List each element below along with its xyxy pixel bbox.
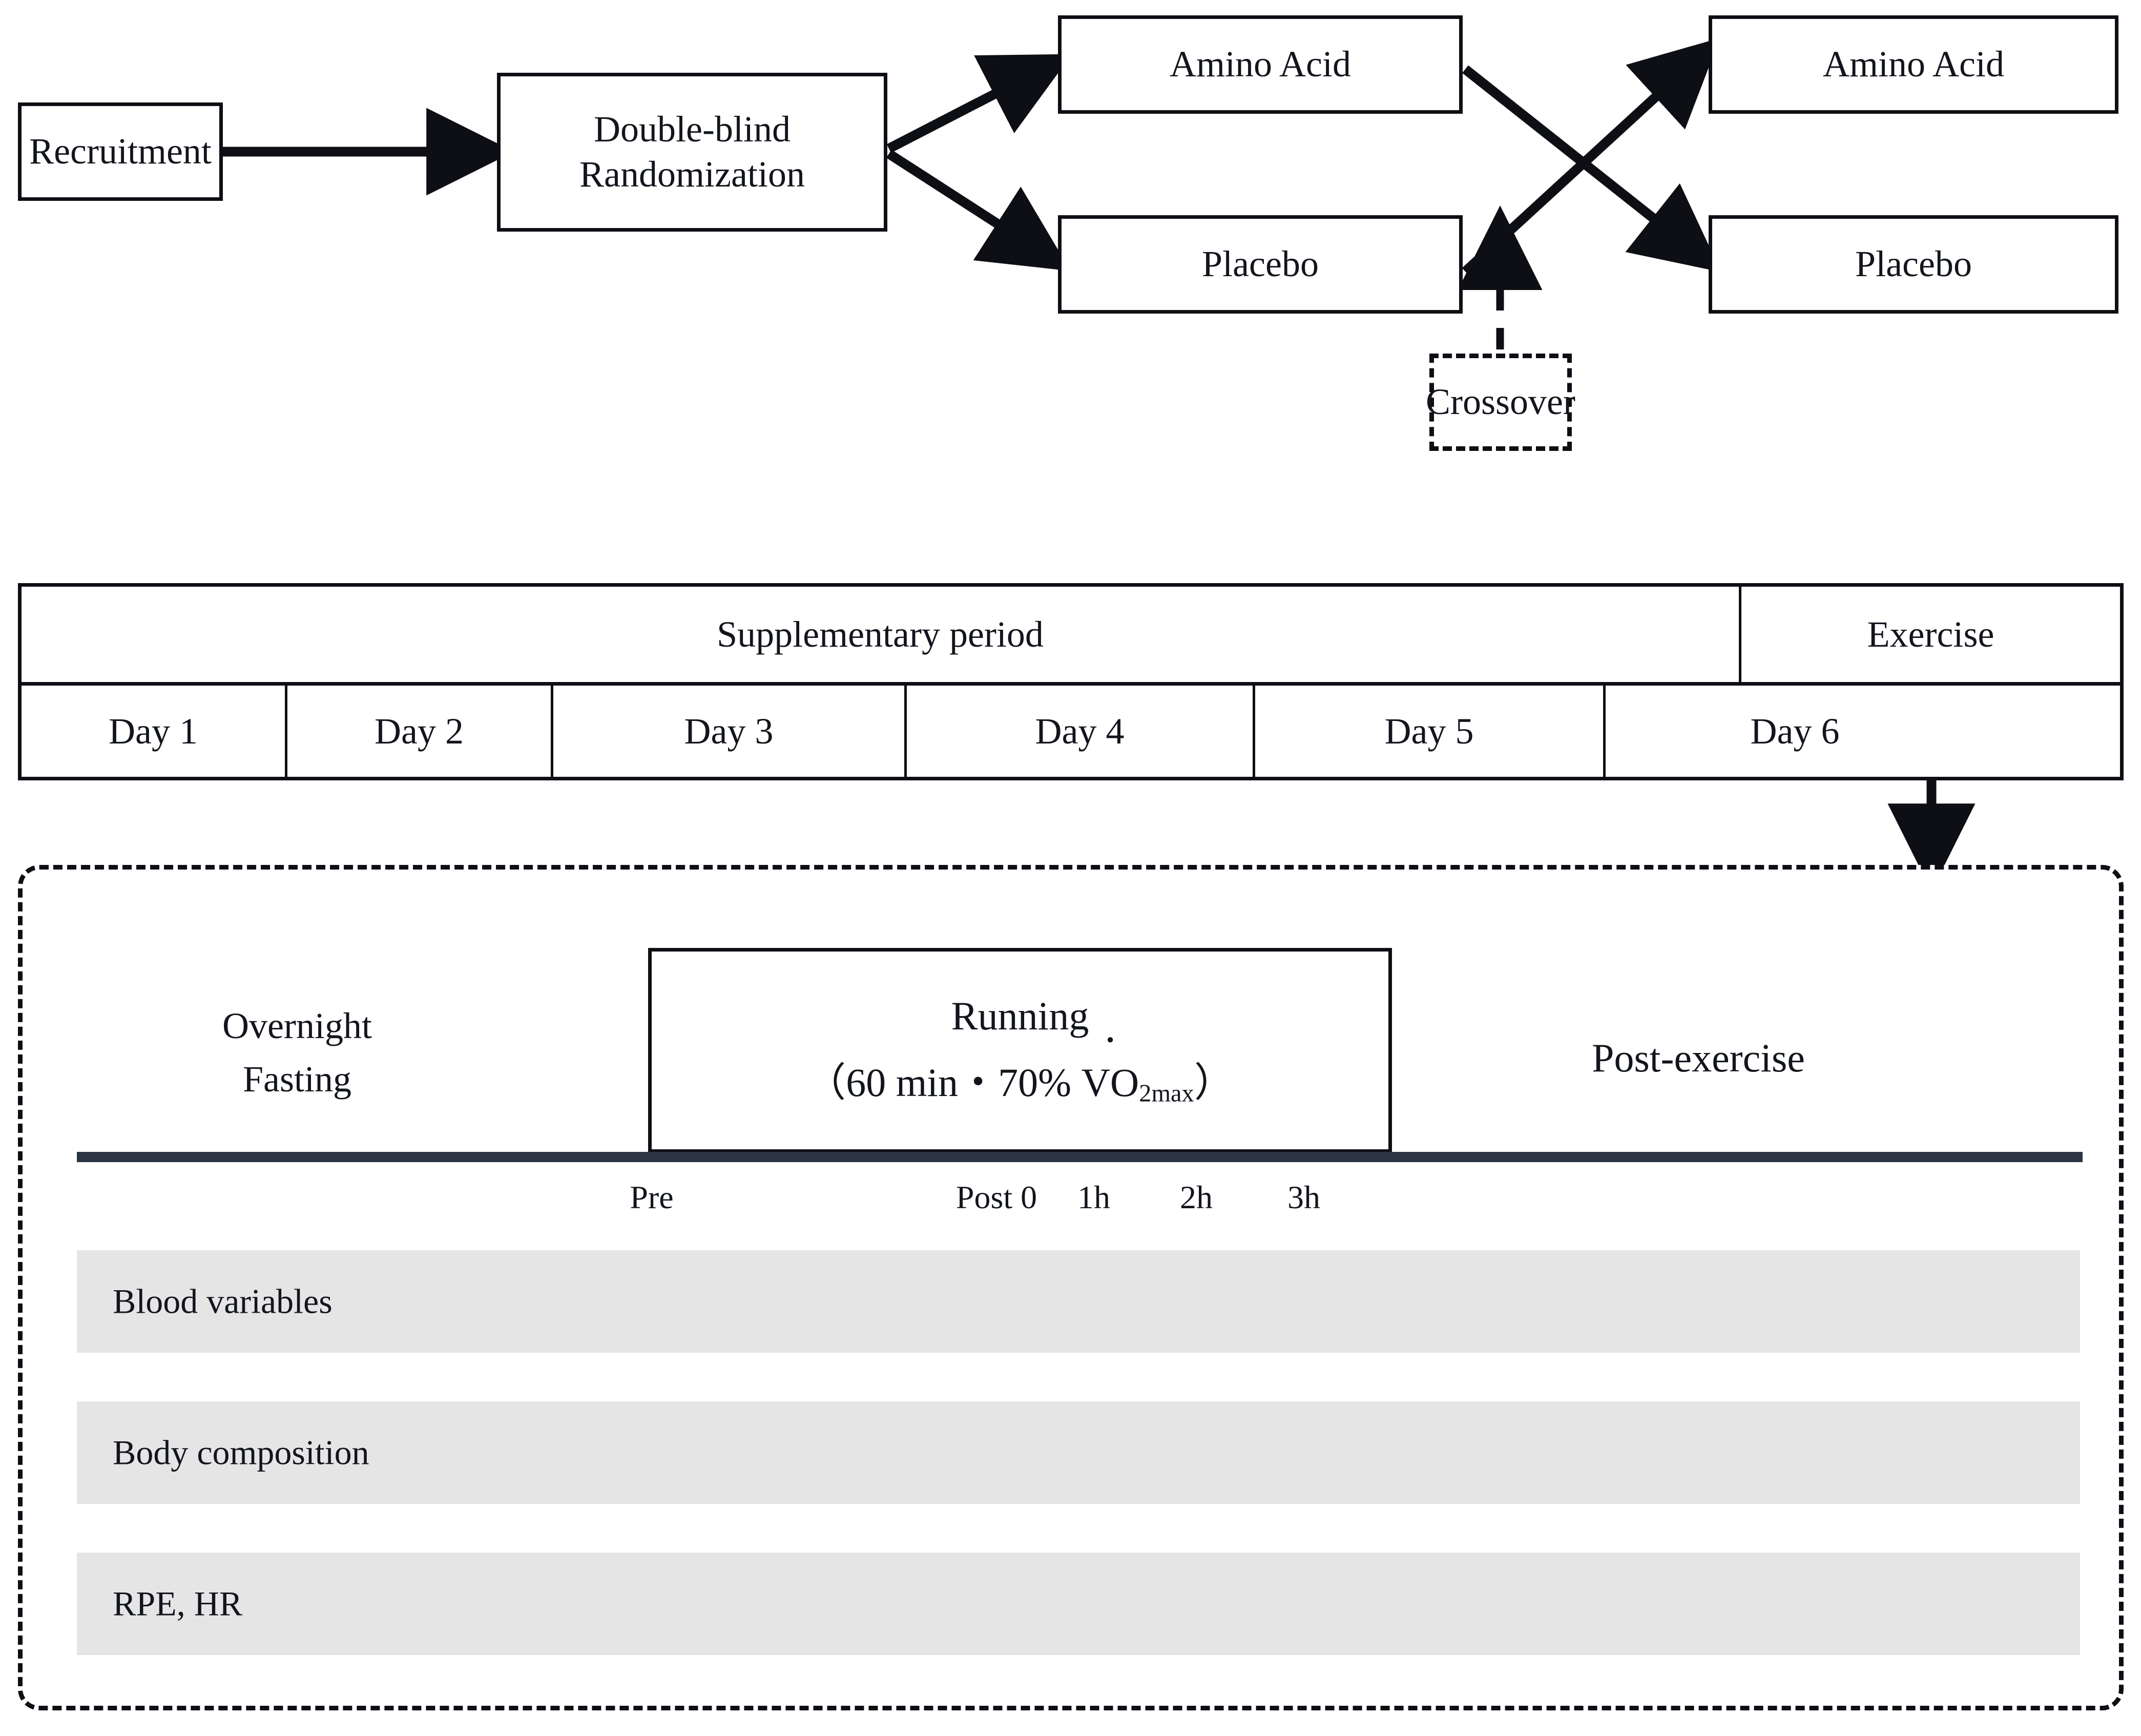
post-exercise-label: Post-exercise [1592,1036,1805,1080]
vo2max-subscript: 2max [1139,1080,1194,1107]
crossover-label: Crossover [1426,381,1575,423]
running-title: Running [951,994,1089,1038]
period1-placebo-label: Placebo [1202,243,1319,285]
arrow-randomization-to-placebo [886,150,1071,271]
running-protocol-box[interactable]: Running （60 min・70% VO2max） [648,948,1392,1153]
overnight-fasting-label: Overnight Fasting [164,999,430,1106]
arrow-crossover-amino-to-placebo [1462,65,1721,273]
timepoint-label-post0: Post 0 [955,1179,1037,1215]
timepoint-label-1h: 1h [1077,1179,1110,1215]
arrow-randomization-to-amino-acid [886,54,1072,153]
node-recruitment[interactable]: Recruitment [18,102,223,201]
overnight-fasting-line1: Overnight [222,1005,372,1046]
node-period2-placebo[interactable]: Placebo [1709,215,2118,314]
overnight-fasting-line2: Fasting [242,1059,352,1100]
schedule-header-supplementary: Supplementary period [22,587,1741,682]
study-schedule-table: Supplementary period Exercise Day 1 Day … [18,583,2124,780]
arrow-crossover-placebo-to-amino [1462,38,1720,276]
measure-row-body-composition: Body composition [77,1401,2080,1504]
exercise-timeline-bar [77,1152,2083,1162]
randomization-label-line1: Double-blind [594,109,791,150]
measure-label-body-composition: Body composition [113,1433,369,1472]
schedule-cell-day-2: Day 2 [287,686,553,777]
schedule-cell-day-5: Day 5 [1255,686,1606,777]
running-detail-suffix: ） [1194,1060,1234,1105]
timepoint-label-2h: 2h [1180,1179,1213,1215]
measure-row-blood-variables: Blood variables [77,1250,2080,1353]
node-period2-amino-acid[interactable]: Amino Acid [1709,15,2118,114]
running-detail-prefix: （60 min・70% [806,1060,1082,1105]
schedule-cell-day-3: Day 3 [553,686,907,777]
measure-label-blood-variables: Blood variables [113,1282,332,1321]
timepoint-label-3h: 3h [1287,1179,1320,1215]
running-intensity-detail: （60 min・70% VO2max） [806,1050,1234,1108]
node-double-blind-randomization[interactable]: Double-blind Randomization [497,73,887,232]
measure-row-rpe-hr: RPE, HR [77,1553,2080,1655]
timepoint-label-pre: Pre [630,1179,674,1215]
period1-amino-acid-label: Amino Acid [1170,44,1351,85]
period2-placebo-label: Placebo [1855,243,1972,285]
schedule-days-row: Day 1 Day 2 Day 3 Day 4 Day 5 Day 6 [22,682,2120,777]
period2-amino-acid-label: Amino Acid [1823,44,2004,85]
node-crossover[interactable]: Crossover [1426,354,1575,451]
schedule-header-row: Supplementary period Exercise [22,587,2120,682]
schedule-cell-day-6: Day 6 [1750,711,1840,752]
measure-label-rpe-hr: RPE, HR [113,1584,243,1623]
recruitment-label: Recruitment [29,131,212,172]
node-period1-amino-acid[interactable]: Amino Acid [1058,15,1463,114]
schedule-cell-day-1: Day 1 [22,686,287,777]
randomization-label-line2: Randomization [579,154,805,195]
schedule-header-exercise: Exercise [1867,613,1994,655]
vo2max-symbol: VO [1082,1060,1139,1105]
schedule-cell-day-4: Day 4 [907,686,1255,777]
node-period1-placebo[interactable]: Placebo [1058,215,1463,314]
